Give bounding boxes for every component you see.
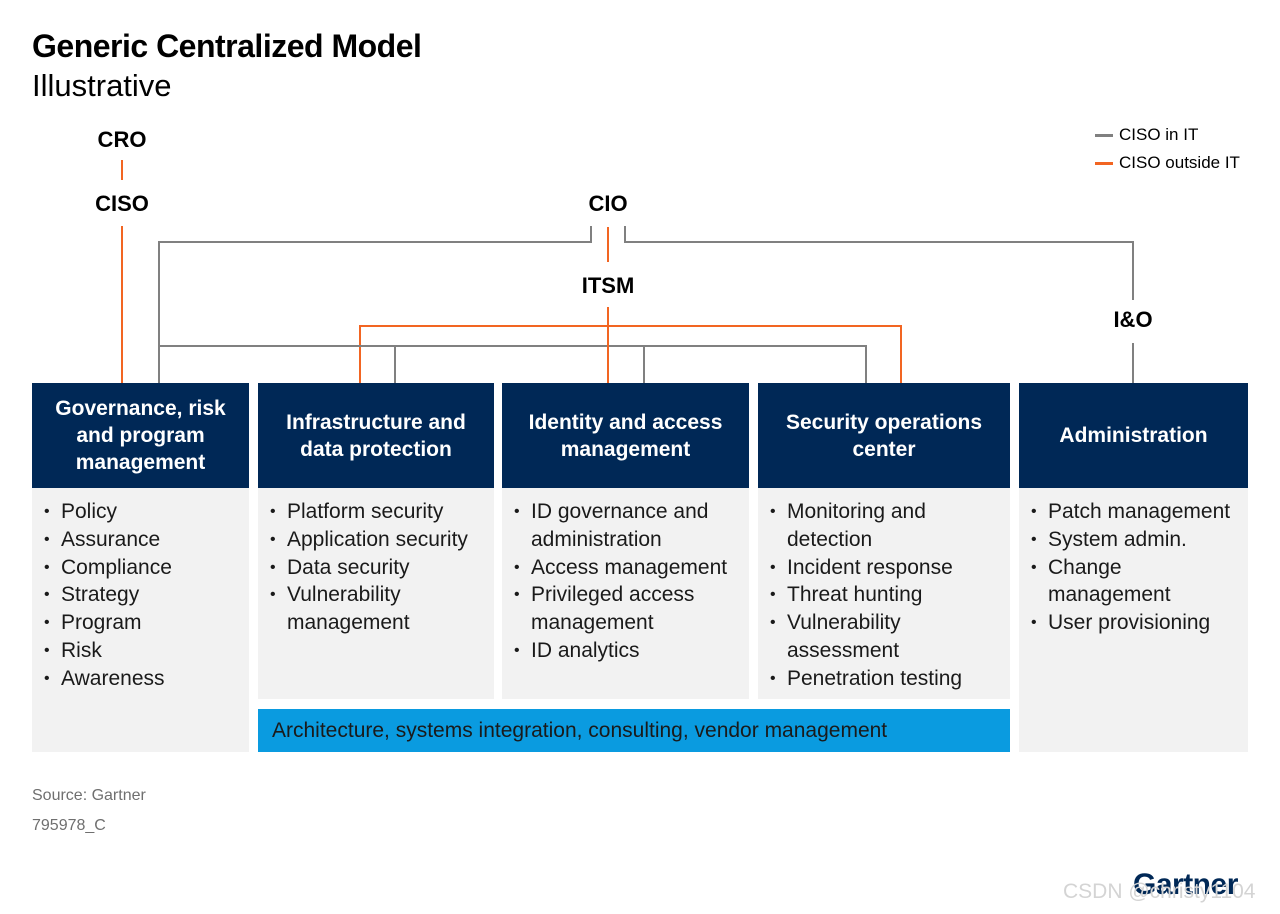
column-body-iam: ID governance and administration Access … bbox=[502, 488, 749, 699]
list-item: Compliance bbox=[44, 554, 239, 582]
item-list: Patch management System admin. Change ma… bbox=[1031, 498, 1238, 637]
line-itsm-orange-bus bbox=[359, 325, 902, 383]
column-header-administration: Administration bbox=[1019, 383, 1248, 488]
column-header-soc: Security operations center bbox=[758, 383, 1010, 488]
column-header-infrastructure: Infrastructure and data protection bbox=[258, 383, 494, 488]
list-item: Change management bbox=[1031, 554, 1238, 610]
list-item: Patch management bbox=[1031, 498, 1238, 526]
list-item: Privileged access management bbox=[514, 581, 739, 637]
legend: CISO in IT CISO outside IT bbox=[1095, 124, 1240, 174]
list-item: Monitoring and detection bbox=[770, 498, 1000, 554]
page-title: Generic Centralized Model bbox=[32, 28, 422, 64]
list-item: Assurance bbox=[44, 526, 239, 554]
list-item: Access management bbox=[514, 554, 739, 582]
item-list: Policy Assurance Compliance Strategy Pro… bbox=[44, 498, 239, 693]
list-item: Data security bbox=[270, 554, 484, 582]
list-item: ID governance and administration bbox=[514, 498, 739, 554]
line-gray-bus bbox=[159, 345, 867, 383]
column-body-infrastructure: Platform security Application security D… bbox=[258, 488, 494, 699]
list-item: Incident response bbox=[770, 554, 1000, 582]
shared-services-band: Architecture, systems integration, consu… bbox=[258, 709, 1010, 752]
list-item: Risk bbox=[44, 637, 239, 665]
list-item: Awareness bbox=[44, 665, 239, 693]
legend-item-ciso-in-it: CISO in IT bbox=[1095, 124, 1240, 146]
role-itsm: ITSM bbox=[581, 273, 635, 298]
role-cro: CRO bbox=[97, 127, 147, 152]
line-cio-left-branch bbox=[158, 226, 592, 383]
list-item: Strategy bbox=[44, 581, 239, 609]
list-item: Program bbox=[44, 609, 239, 637]
role-io: I&O bbox=[1113, 307, 1153, 332]
brand-logo: Gartner bbox=[1133, 868, 1238, 901]
role-ciso: CISO bbox=[95, 191, 149, 216]
legend-label: CISO outside IT bbox=[1119, 153, 1240, 172]
column-body-administration: Patch management System admin. Change ma… bbox=[1019, 488, 1248, 752]
column-body-soc: Monitoring and detection Incident respon… bbox=[758, 488, 1010, 699]
list-item: Policy bbox=[44, 498, 239, 526]
legend-swatch-orange bbox=[1095, 161, 1113, 165]
source-note: Source: Gartner bbox=[32, 787, 146, 804]
page-subtitle: Illustrative bbox=[32, 68, 172, 103]
legend-item-ciso-outside-it: CISO outside IT bbox=[1095, 152, 1240, 174]
column-header-iam: Identity and access management bbox=[502, 383, 749, 488]
column-header-governance: Governance, risk and program management bbox=[32, 383, 249, 488]
watermark: CSDN @christy1104 bbox=[1063, 880, 1256, 903]
list-item: Threat hunting bbox=[770, 581, 1000, 609]
list-item: Platform security bbox=[270, 498, 484, 526]
legend-label: CISO in IT bbox=[1119, 125, 1199, 144]
legend-swatch-gray bbox=[1095, 133, 1113, 137]
figure-id: 795978_C bbox=[32, 817, 106, 834]
list-item: Vulnerability assessment bbox=[770, 609, 1000, 665]
list-item: Vulnerability management bbox=[270, 581, 484, 637]
item-list: ID governance and administration Access … bbox=[514, 498, 739, 665]
list-item: System admin. bbox=[1031, 526, 1238, 554]
role-cio: CIO bbox=[588, 191, 628, 216]
list-item: ID analytics bbox=[514, 637, 739, 665]
item-list: Monitoring and detection Incident respon… bbox=[770, 498, 1000, 693]
list-item: Application security bbox=[270, 526, 484, 554]
list-item: User provisioning bbox=[1031, 609, 1238, 637]
column-body-governance: Policy Assurance Compliance Strategy Pro… bbox=[32, 488, 249, 752]
list-item: Penetration testing bbox=[770, 665, 1000, 693]
item-list: Platform security Application security D… bbox=[270, 498, 484, 637]
line-cio-right-branch bbox=[624, 226, 1134, 300]
